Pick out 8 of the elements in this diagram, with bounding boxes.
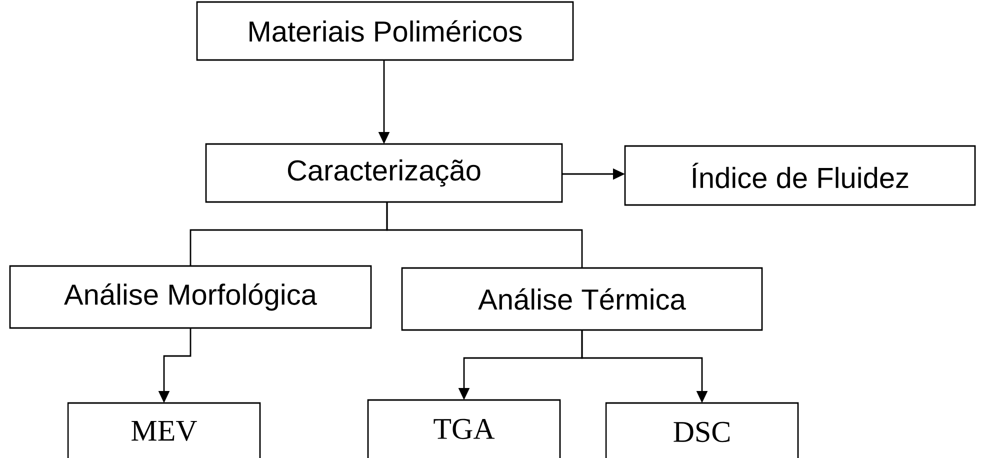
process-box: DSC [605,402,799,458]
process-box: Caracterização [205,143,563,203]
process-box: Análise Morfológica [9,265,372,329]
process-box: TGA [367,399,561,458]
process-box: Materiais Poliméricos [196,1,574,61]
process-box: Índice de Fluidez [624,145,976,206]
process-box: Análise Térmica [401,267,763,331]
process-box: MEV [67,402,261,458]
